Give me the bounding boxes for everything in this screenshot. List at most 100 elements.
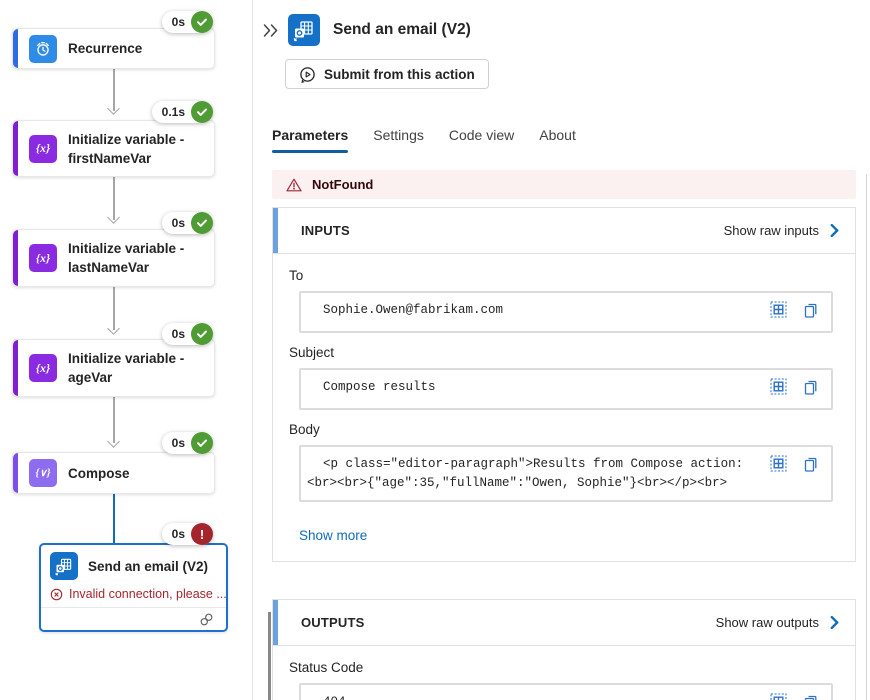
connector-line	[113, 177, 115, 220]
node-accent-bar	[13, 29, 18, 68]
node-title: Initialize variable - firstNameVar	[68, 131, 185, 166]
success-check-icon	[191, 432, 213, 454]
connector-line	[113, 69, 115, 111]
view-raw-table-icon[interactable]	[770, 300, 787, 323]
run-duration-badge: 0s !	[161, 523, 213, 545]
copy-icon[interactable]	[803, 300, 819, 324]
to-label: To	[289, 268, 304, 283]
submit-from-action-button[interactable]: Submit from this action	[285, 59, 489, 89]
outlook-icon	[50, 552, 78, 580]
tab-bar: Parameters Settings Code view About	[272, 127, 870, 153]
connector-line	[113, 287, 115, 330]
status-code-label: Status Code	[289, 660, 364, 675]
node-initialize-agevar[interactable]: {x} Initialize variable - ageVar	[12, 339, 215, 397]
variable-braces-icon: {x}	[29, 244, 57, 272]
run-duration-badge: 0s	[161, 212, 213, 234]
node-initialize-lastnamevar[interactable]: {x} Initialize variable - lastNameVar	[12, 229, 215, 287]
tab-parameters[interactable]: Parameters	[272, 127, 349, 153]
body-value[interactable]: <p class="editor-paragraph">Results from…	[307, 457, 744, 490]
compose-braces-icon: {∨}	[29, 459, 57, 487]
run-duration-badge: 0.1s	[151, 101, 213, 123]
connector-line	[113, 397, 115, 443]
error-exclamation-icon: !	[191, 523, 213, 545]
copy-icon[interactable]	[803, 454, 819, 478]
node-title: Recurrence	[68, 41, 143, 56]
view-raw-table-icon[interactable]	[770, 454, 787, 477]
show-more-link[interactable]: Show more	[299, 528, 368, 543]
node-title: Initialize variable - ageVar	[68, 351, 185, 385]
duration-label: 0.1s	[161, 105, 185, 119]
show-raw-inputs-link[interactable]: Show raw inputs	[724, 223, 841, 238]
inputs-section-body: To Sophie.Owen@fabrikam.com Subject Comp…	[272, 254, 856, 562]
error-banner: NotFound	[272, 170, 856, 199]
subject-field: Compose results	[299, 368, 833, 410]
connector-arrow-icon	[107, 435, 120, 448]
node-footer	[41, 607, 226, 630]
error-banner-text: NotFound	[312, 177, 374, 192]
success-check-icon	[191, 212, 213, 234]
inputs-section-header: INPUTS Show raw inputs	[272, 207, 856, 254]
tab-settings[interactable]: Settings	[373, 127, 424, 143]
node-title: Compose	[68, 465, 130, 481]
variable-braces-icon: {x}	[29, 134, 57, 163]
to-field: Sophie.Owen@fabrikam.com	[299, 291, 833, 333]
connector-arrow-icon	[107, 102, 120, 115]
duration-label: 0s	[171, 527, 185, 541]
error-circle-x-icon	[50, 588, 63, 601]
node-compose[interactable]: {∨} Compose	[12, 452, 215, 494]
connector-line-selected	[113, 494, 115, 543]
outlook-icon	[288, 14, 320, 46]
outputs-section-body: Status Code 404	[272, 646, 856, 700]
body-label: Body	[289, 422, 320, 437]
success-check-icon	[191, 101, 213, 123]
node-initialize-firstnamevar[interactable]: {x} Initialize variable - firstNameVar	[12, 120, 215, 177]
outputs-section-header: OUTPUTS Show raw outputs	[272, 599, 856, 646]
view-raw-table-icon[interactable]	[770, 692, 787, 700]
inputs-heading: INPUTS	[301, 223, 350, 238]
section-accent-bar	[273, 208, 278, 253]
run-duration-badge: 0s	[161, 323, 213, 345]
collapse-panel-icon[interactable]	[262, 20, 282, 40]
recurrence-clock-icon	[29, 34, 57, 63]
workflow-canvas: 0s Recurrence 0.1s {x} Initialize variab…	[0, 0, 253, 700]
chevron-right-icon	[830, 224, 839, 237]
warning-triangle-icon	[286, 177, 302, 193]
tab-about[interactable]: About	[539, 127, 576, 143]
status-code-value[interactable]: 404	[323, 692, 754, 700]
duration-label: 0s	[171, 216, 185, 230]
node-recurrence[interactable]: Recurrence	[12, 28, 215, 69]
panel-header: Send an email (V2)	[253, 0, 870, 46]
node-accent-bar	[13, 340, 18, 396]
success-check-icon	[191, 323, 213, 345]
tab-code-view[interactable]: Code view	[448, 127, 515, 143]
to-value[interactable]: Sophie.Owen@fabrikam.com	[323, 303, 504, 317]
node-accent-bar	[13, 121, 18, 176]
connector-arrow-icon	[107, 211, 120, 224]
node-accent-bar	[13, 453, 18, 493]
view-raw-table-icon[interactable]	[770, 377, 787, 400]
status-code-field: 404	[299, 683, 833, 700]
copy-icon[interactable]	[803, 692, 819, 700]
subject-value[interactable]: Compose results	[323, 380, 436, 394]
success-check-icon	[191, 11, 213, 33]
node-accent-bar	[13, 230, 18, 286]
panel-scrollbar-thumb[interactable]	[268, 612, 271, 700]
run-duration-badge: 0s	[161, 432, 213, 454]
panel-scrollbar-track	[866, 174, 867, 700]
duration-label: 0s	[171, 327, 185, 341]
subject-label: Subject	[289, 345, 335, 360]
duration-label: 0s	[171, 436, 185, 450]
node-title: Initialize variable - lastNameVar	[68, 241, 185, 275]
copy-icon[interactable]	[803, 377, 819, 401]
connection-link-icon[interactable]	[199, 612, 214, 627]
node-title: Send an email (V2)	[88, 558, 209, 574]
action-details-panel: Send an email (V2) Submit from this acti…	[253, 0, 870, 700]
body-field: <p class="editor-paragraph">Results from…	[299, 445, 833, 502]
run-duration-badge: 0s	[161, 11, 213, 33]
variable-braces-icon: {x}	[29, 354, 57, 382]
show-raw-outputs-link[interactable]: Show raw outputs	[716, 615, 841, 630]
resubmit-play-icon	[299, 66, 316, 83]
section-accent-bar	[273, 600, 278, 645]
node-send-an-email[interactable]: Send an email (V2) Invalid connection, p…	[39, 543, 228, 632]
chevron-right-icon	[830, 616, 839, 629]
